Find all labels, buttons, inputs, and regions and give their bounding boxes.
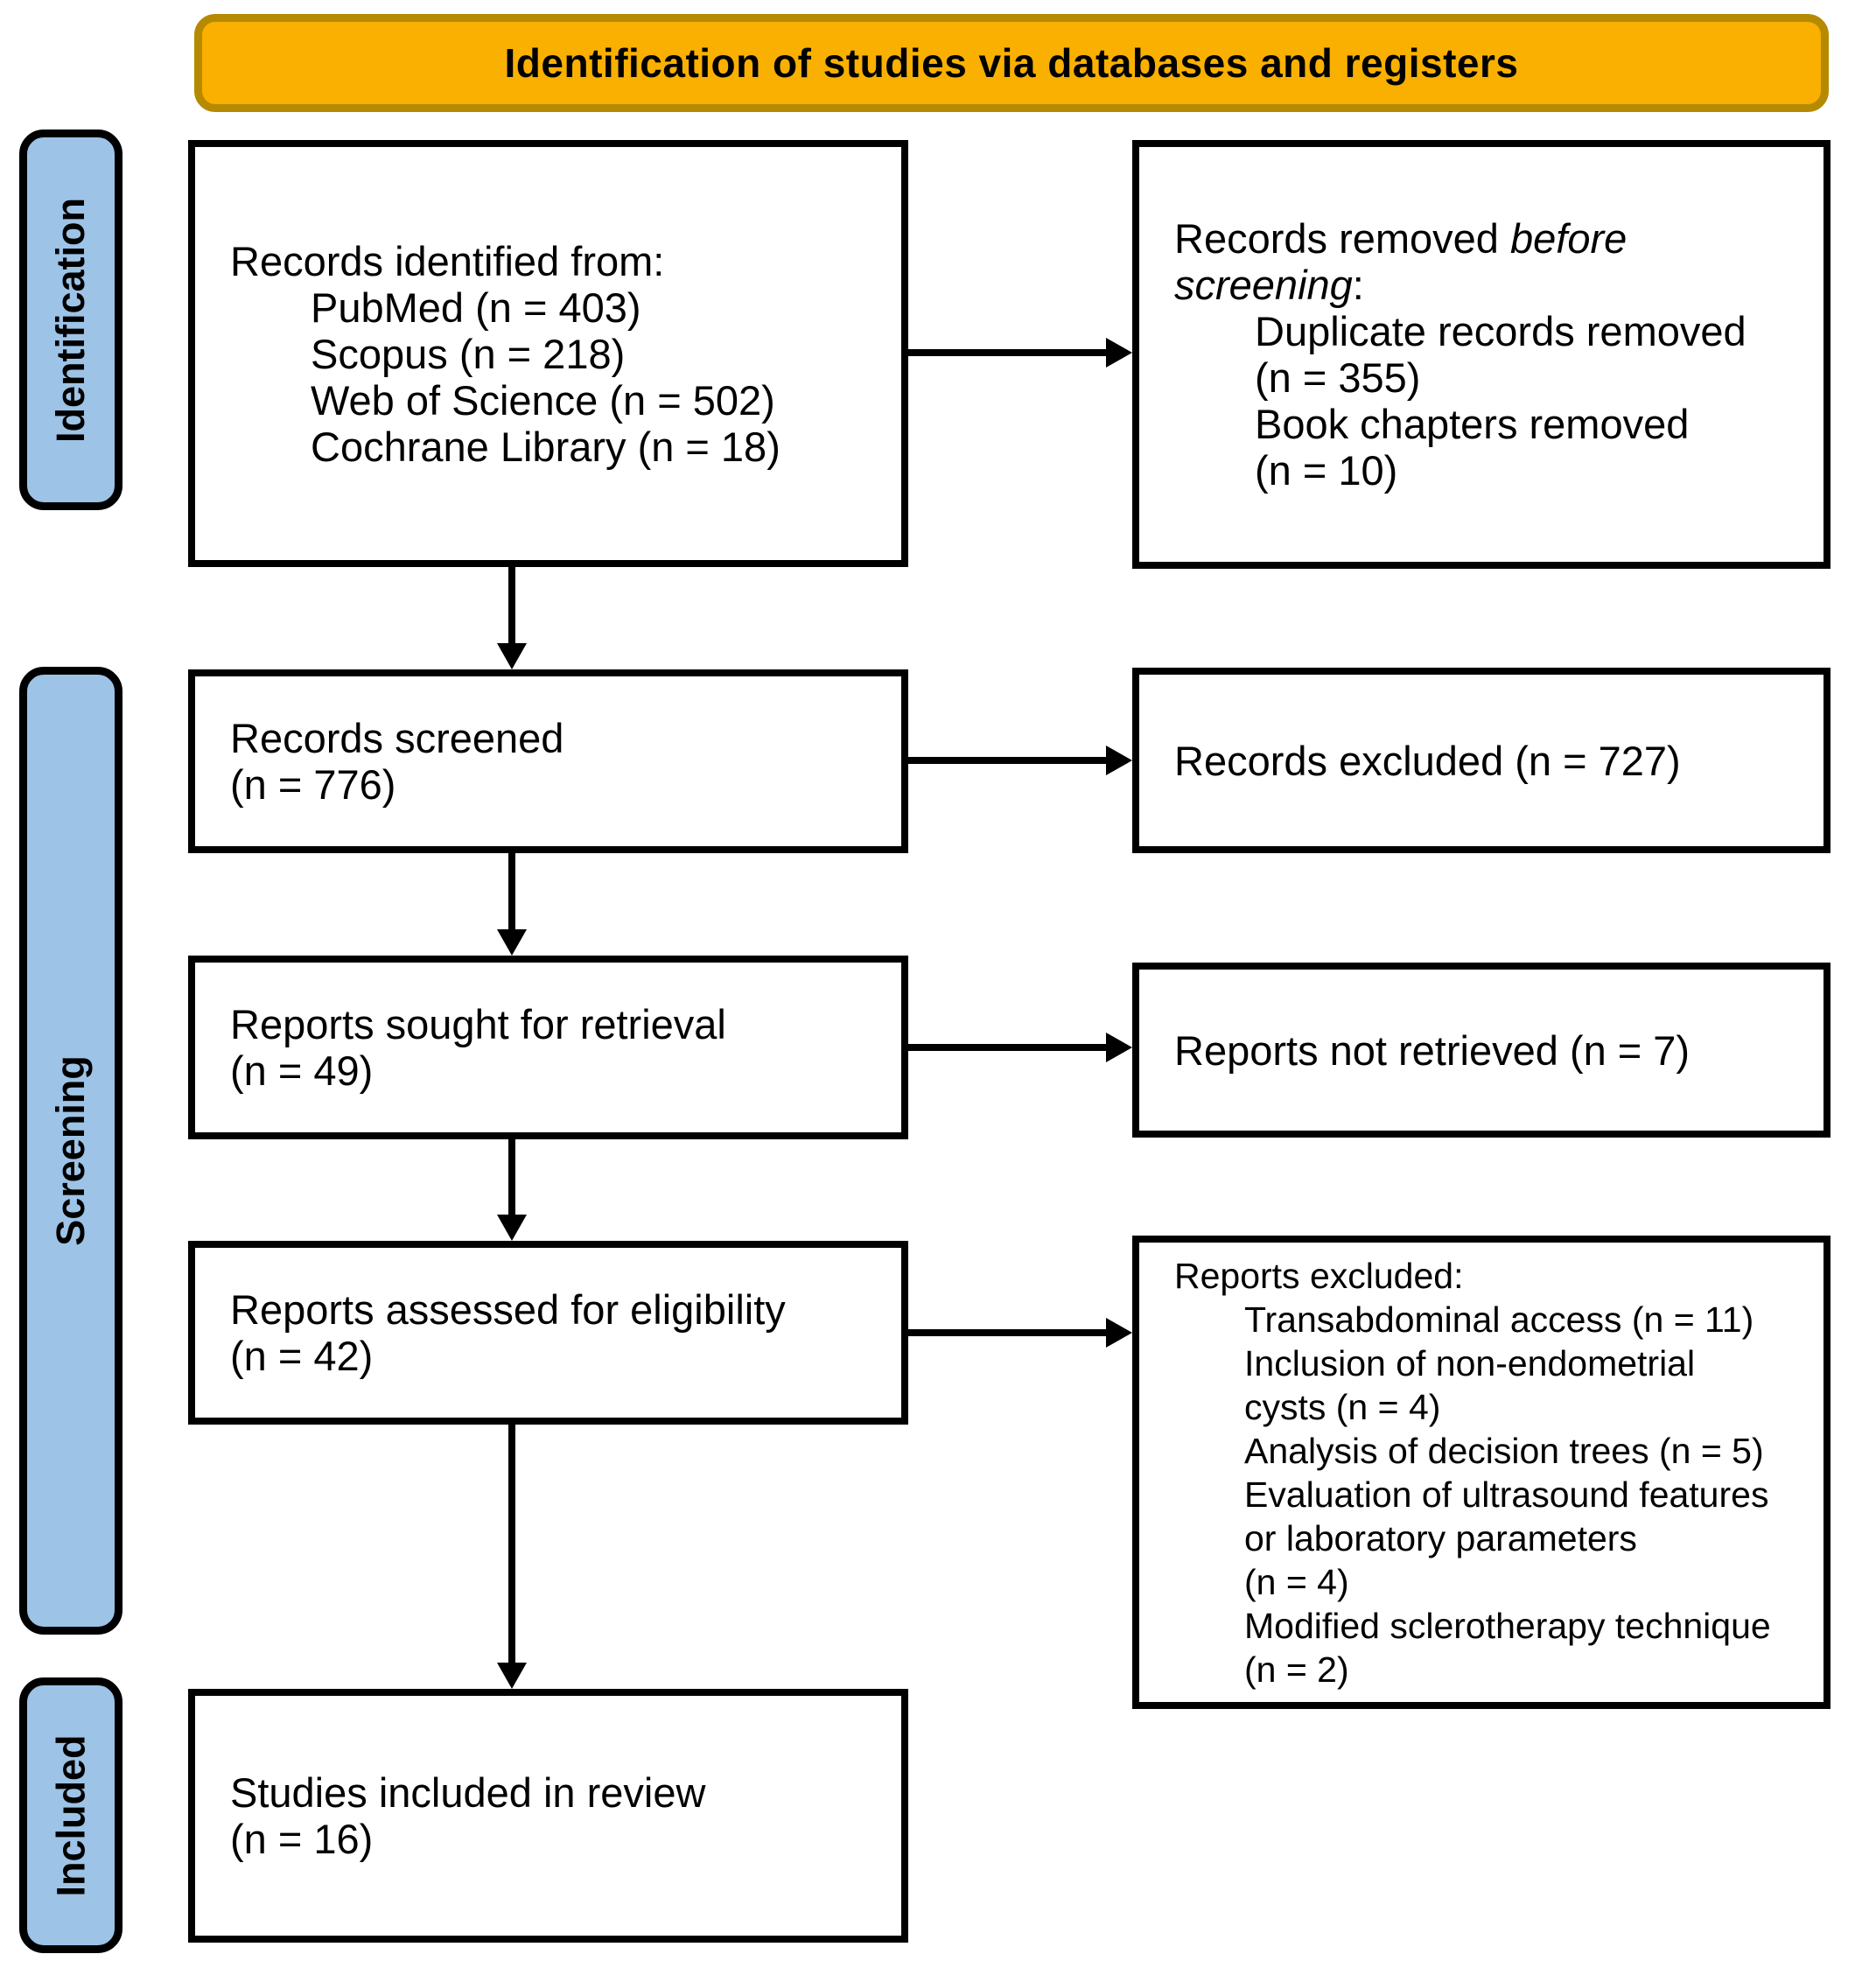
box-records-screened: Records screened (n = 776) — [188, 669, 908, 853]
text-line: Analysis of decision trees (n = 5) — [1244, 1430, 1764, 1471]
text-line: screening: — [1174, 262, 1816, 308]
arrow-sought-to-assessed — [497, 1139, 527, 1241]
banner: Identification of studies via databases … — [194, 14, 1829, 112]
text-line: (n = 16) — [230, 1816, 374, 1862]
arrow-shaft — [908, 1329, 1108, 1336]
text-segment: Records removed — [1174, 215, 1510, 262]
text-line: Scopus (n = 218) — [311, 330, 626, 377]
text-line: (n = 49) — [230, 1047, 374, 1094]
arrow-shaft — [508, 1425, 515, 1664]
text-line: Records identified from: — [230, 237, 665, 284]
stage-screening-label: Screening — [48, 1055, 94, 1246]
stage-included-label: Included — [48, 1733, 94, 1897]
box-reports-sought: Reports sought for retrieval (n = 49) — [188, 956, 908, 1139]
stage-identification-label: Identification — [48, 197, 93, 443]
text-line: Records excluded (n = 727) — [1174, 737, 1681, 784]
arrow-identified-to-screened — [497, 567, 527, 669]
arrow-identified-to-removed — [908, 338, 1132, 368]
box-records-excluded: Records excluded (n = 727) — [1132, 668, 1830, 853]
text-line: Reports assessed for eligibility — [230, 1286, 786, 1333]
arrow-shaft — [908, 1044, 1108, 1051]
text-line: Evaluation of ultrasound features — [1244, 1474, 1769, 1515]
arrow-right-head-icon — [1106, 1033, 1132, 1062]
arrow-down-head-icon — [497, 643, 527, 669]
text-line: Reports not retrieved (n = 7) — [1174, 1026, 1690, 1074]
arrow-shaft — [908, 349, 1108, 356]
text-line: PubMed (n = 403) — [311, 284, 641, 331]
text-line: Records removed before — [1174, 215, 1816, 262]
box-reports-not-retrieved: Reports not retrieved (n = 7) — [1132, 963, 1830, 1138]
arrow-screened-to-excluded — [908, 746, 1132, 775]
text-line: (n = 42) — [230, 1333, 374, 1379]
text-line: Studies included in review — [230, 1769, 706, 1816]
text-line: Web of Science (n = 502) — [311, 376, 775, 424]
text-line: Modified sclerotherapy technique — [1244, 1605, 1771, 1646]
stage-included: Included — [19, 1677, 122, 1953]
text-line: Transabdominal access (n = 11) — [1244, 1299, 1754, 1340]
stage-screening: Screening — [19, 667, 122, 1635]
arrow-right-head-icon — [1106, 746, 1132, 775]
arrow-down-head-icon — [497, 1663, 527, 1689]
arrow-shaft — [908, 757, 1108, 764]
arrow-shaft — [508, 853, 515, 931]
text-segment-italic: before — [1510, 215, 1628, 262]
box-records-identified: Records identified from: PubMed (n = 403… — [188, 140, 908, 567]
text-line: (n = 355) — [1255, 354, 1421, 401]
text-line: cysts (n = 4) — [1244, 1386, 1441, 1427]
box-reports-assessed: Reports assessed for eligibility (n = 42… — [188, 1241, 908, 1425]
arrow-shaft — [508, 1139, 515, 1216]
text-line: (n = 776) — [230, 761, 396, 808]
arrow-screened-to-sought — [497, 853, 527, 956]
text-line: Inclusion of non-endometrial — [1244, 1342, 1696, 1383]
box-records-removed: Records removed before screening: Duplic… — [1132, 140, 1830, 569]
arrow-shaft — [508, 567, 515, 645]
text-line: Duplicate records removed — [1255, 308, 1746, 354]
arrow-assessed-to-included — [497, 1425, 527, 1689]
text-line: Records screened — [230, 715, 564, 761]
banner-title: Identification of studies via databases … — [504, 40, 1519, 86]
text-line: Book chapters removed — [1255, 401, 1690, 447]
text-line: Reports excluded: — [1174, 1255, 1464, 1296]
arrow-down-head-icon — [497, 929, 527, 956]
text-line: or laboratory parameters — [1244, 1517, 1637, 1558]
arrow-right-head-icon — [1106, 1318, 1132, 1348]
text-segment-italic: screening — [1174, 262, 1353, 308]
arrow-right-head-icon — [1106, 338, 1132, 368]
box-studies-included: Studies included in review (n = 16) — [188, 1689, 908, 1943]
arrow-sought-to-not-retrieved — [908, 1033, 1132, 1062]
text-line: Cochrane Library (n = 18) — [311, 423, 780, 470]
text-line: Reports sought for retrieval — [230, 1001, 726, 1047]
arrow-assessed-to-reports-excluded — [908, 1318, 1132, 1348]
text-segment: : — [1352, 262, 1364, 308]
text-line: (n = 4) — [1244, 1561, 1349, 1602]
text-line: (n = 10) — [1255, 447, 1398, 494]
text-line: (n = 2) — [1244, 1649, 1349, 1690]
box-reports-excluded: Reports excluded: Transabdominal access … — [1132, 1236, 1830, 1709]
arrow-down-head-icon — [497, 1215, 527, 1241]
stage-identification: Identification — [19, 130, 122, 510]
